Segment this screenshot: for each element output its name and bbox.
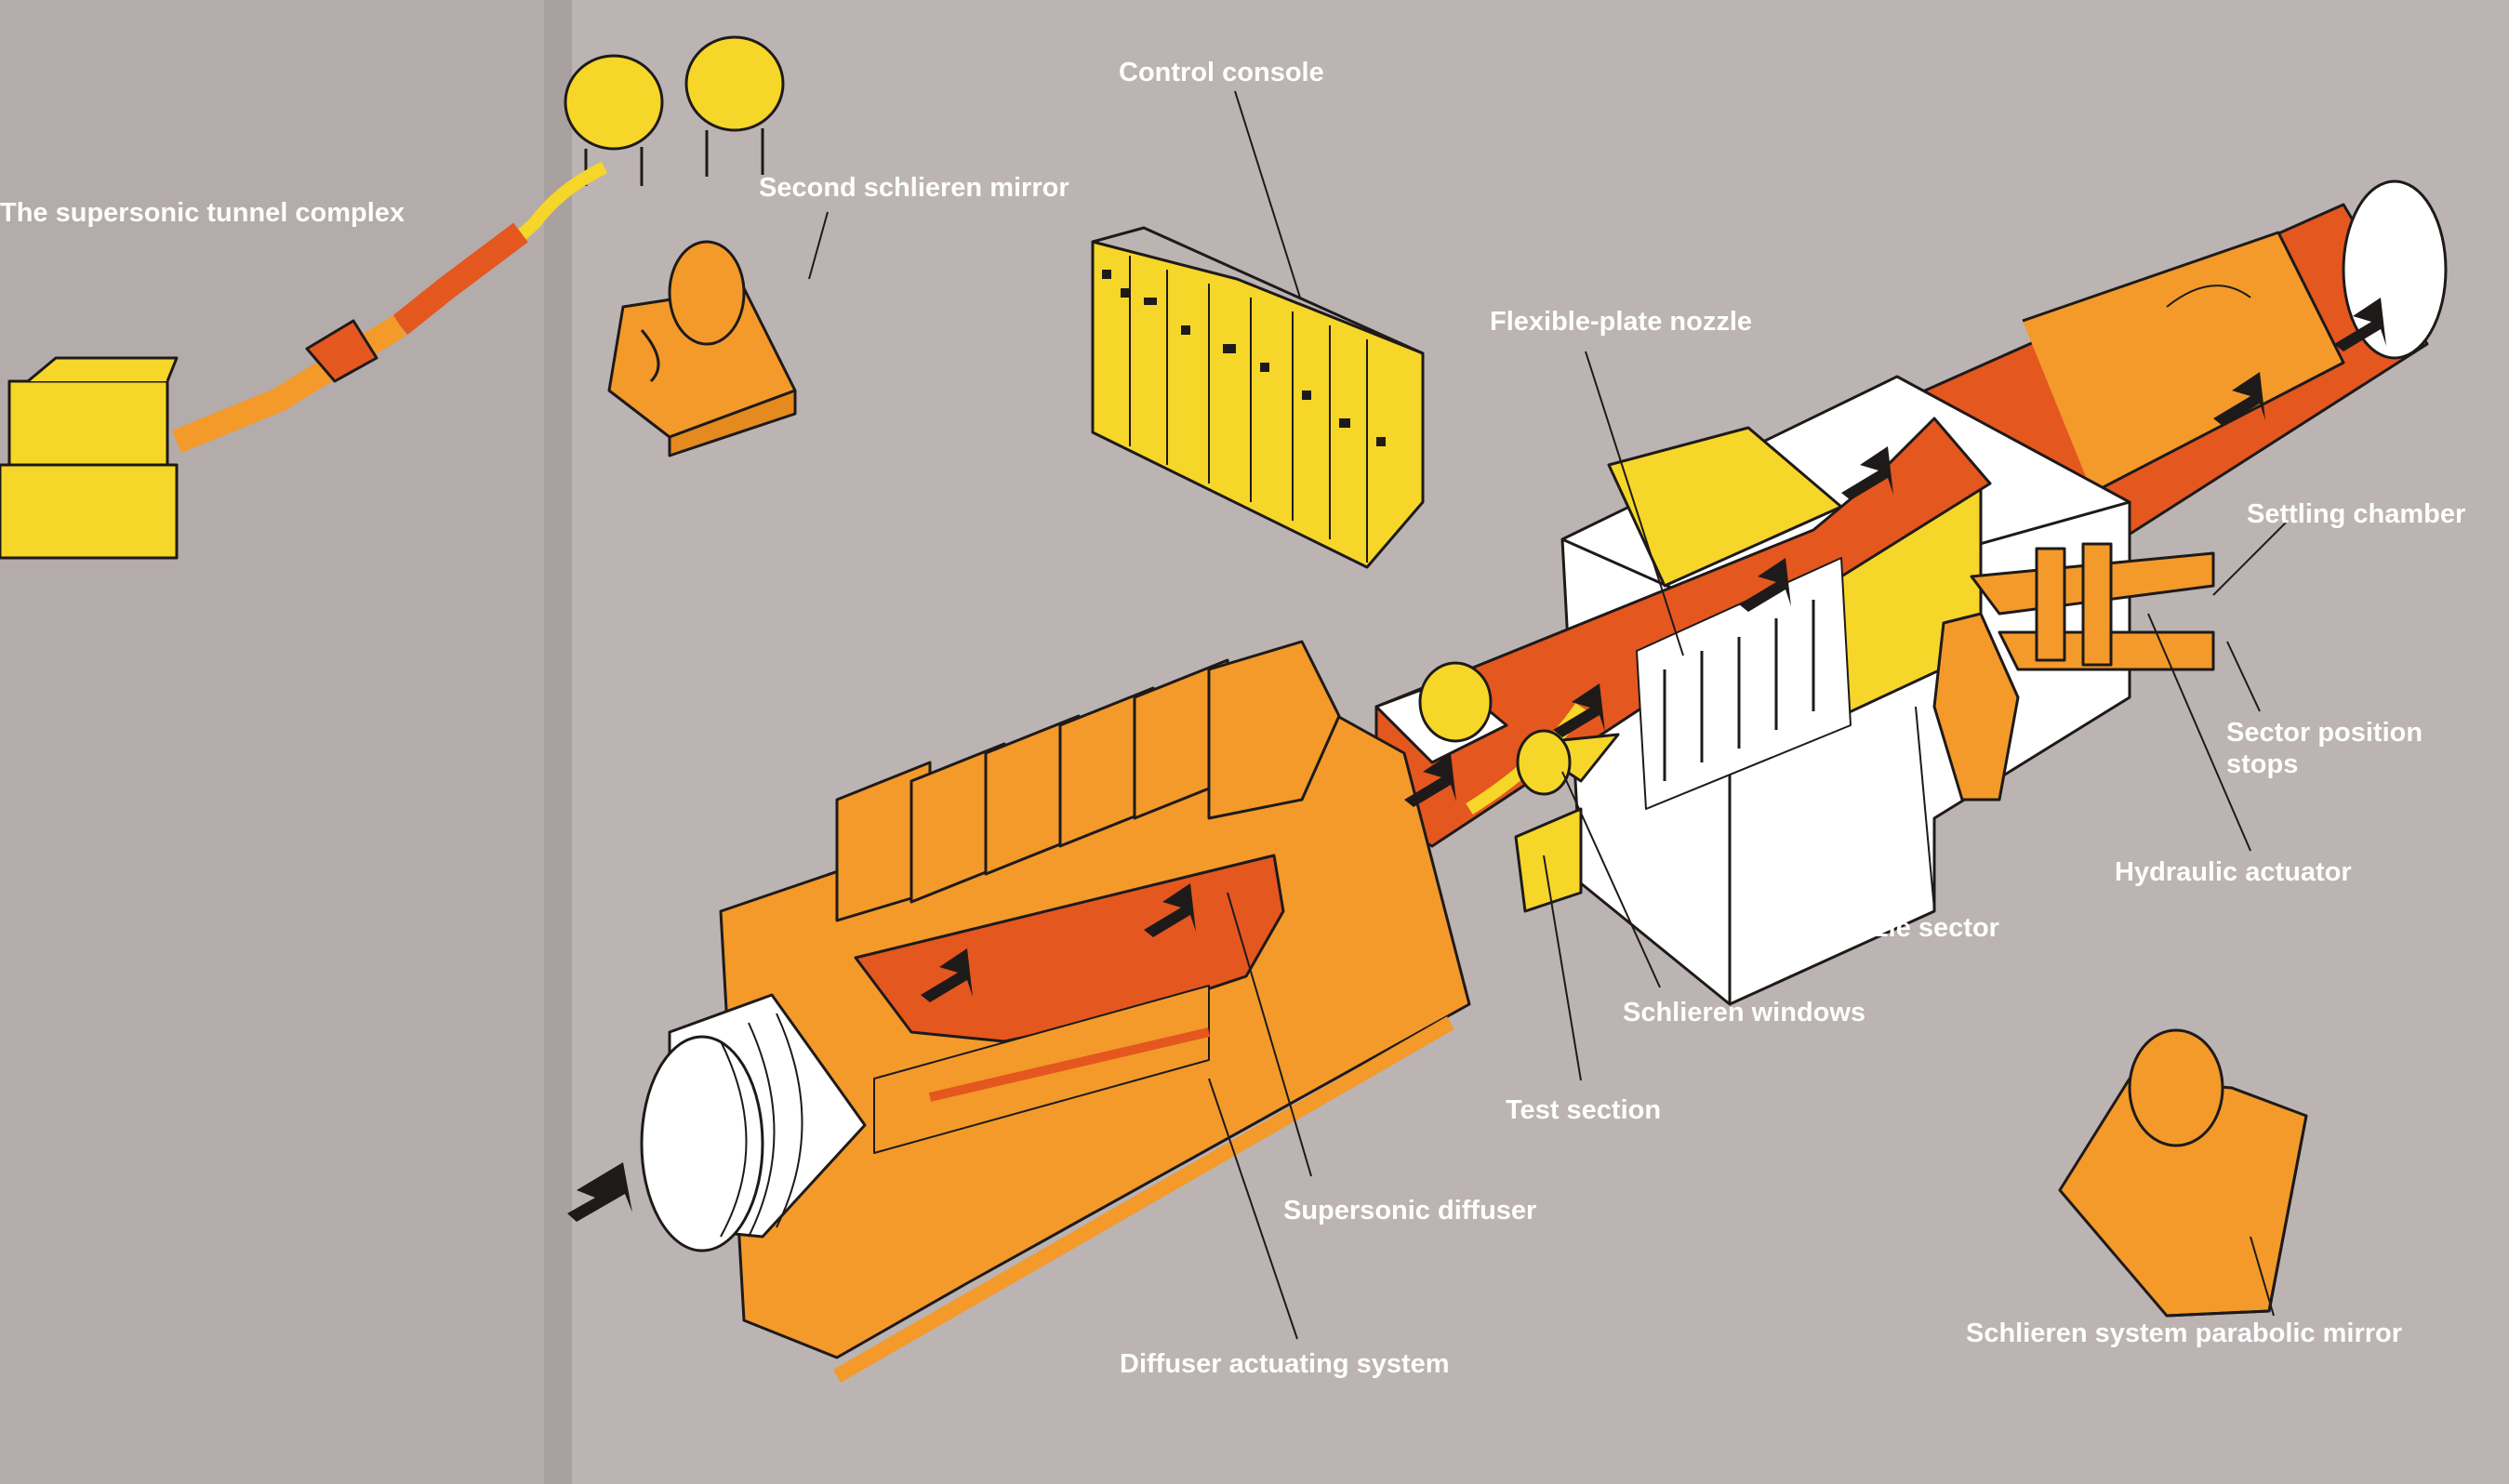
- diffuser-actuating-rod: [928, 1027, 1211, 1102]
- left-page: [0, 0, 558, 1484]
- second-schlieren-mirror: [607, 240, 797, 457]
- page-fold: [544, 0, 572, 1484]
- flow-arrow-icon: [2213, 372, 2265, 426]
- label-control-console: Control console: [1119, 58, 1324, 87]
- flow-arrows: [567, 298, 2386, 1222]
- flow-arrow-icon: [2334, 298, 2386, 351]
- label-flexible-plate-nozzle: Flexible-plate nozzle: [1490, 307, 1752, 337]
- label-diffuser-actuating-system: Diffuser actuating system: [1120, 1349, 1450, 1379]
- parabolic-mirror: [2058, 1028, 2308, 1318]
- label-test-section: Test section: [1506, 1095, 1662, 1125]
- label-hydraulic-actuator: Hydraulic actuator: [2115, 857, 2352, 887]
- label-schlieren-parabolic-mirror: Schlieren system parabolic mirror: [1966, 1318, 2403, 1348]
- label-sector-position-stops-2: stops: [2226, 749, 2299, 779]
- control-console: [1091, 226, 1425, 569]
- flow-arrow-icon: [1144, 883, 1196, 937]
- flow-arrow-icon: [1553, 683, 1605, 737]
- label-settling-chamber: Settling chamber: [2247, 499, 2466, 529]
- label-sector-position-stops-1: Sector position: [2226, 718, 2423, 748]
- label-second-schlieren-mirror: Second schlieren mirror: [759, 173, 1069, 203]
- storage-sphere: [684, 35, 785, 132]
- hydraulic-actuator: [1932, 542, 2215, 802]
- label-nozzle-sector: Nozzle sector: [1825, 913, 1999, 943]
- complex-overview: [0, 35, 785, 560]
- label-schlieren-windows: Schlieren windows: [1623, 998, 1866, 1027]
- flow-arrow-icon: [1739, 558, 1791, 612]
- supersonic-diffuser: [719, 640, 1471, 1383]
- storage-sphere: [564, 54, 664, 151]
- guide-rail: [833, 1016, 1454, 1383]
- flow-arrow-icon: [1404, 753, 1456, 807]
- flow-arrow-icon: [567, 1162, 632, 1222]
- flow-arrow-icon: [921, 948, 973, 1002]
- leader-lines: [808, 90, 2289, 1340]
- complex-title: The supersonic tunnel complex: [0, 198, 405, 228]
- exit-cone: [640, 993, 867, 1252]
- schlieren-window-frames: [1514, 557, 1852, 913]
- label-supersonic-diffuser: Supersonic diffuser: [1283, 1196, 1537, 1226]
- flow-arrow-icon: [1841, 446, 1893, 500]
